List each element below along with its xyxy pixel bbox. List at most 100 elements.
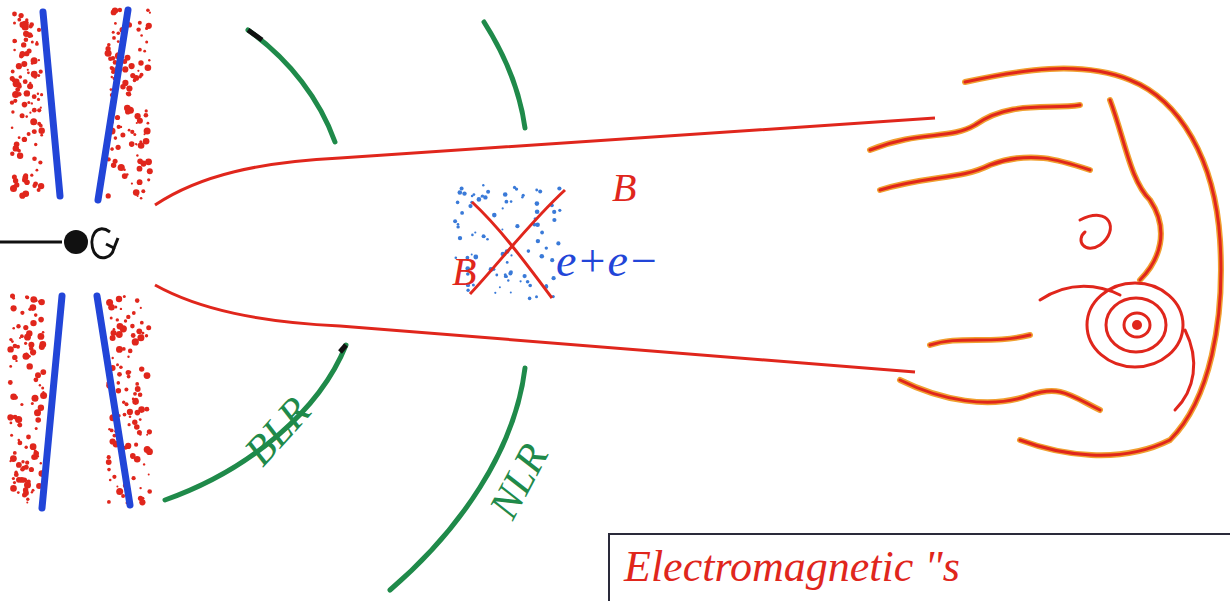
dot xyxy=(118,8,122,12)
dot xyxy=(540,254,545,259)
dot xyxy=(19,337,21,339)
dot xyxy=(40,93,43,96)
dot xyxy=(111,163,116,168)
dot xyxy=(32,94,37,99)
dot xyxy=(505,200,509,204)
dot xyxy=(133,189,140,196)
dot xyxy=(37,98,40,101)
dot xyxy=(31,402,34,405)
dot xyxy=(117,125,121,129)
dot xyxy=(38,59,40,61)
dot xyxy=(106,193,111,198)
dot xyxy=(458,236,462,240)
dot xyxy=(26,502,28,504)
dot xyxy=(105,50,112,57)
dot xyxy=(147,429,152,434)
dot xyxy=(137,334,144,341)
dot xyxy=(112,357,114,359)
dot xyxy=(127,356,129,358)
dot xyxy=(138,392,143,397)
dot xyxy=(460,211,464,215)
dot xyxy=(147,122,150,125)
dot xyxy=(32,184,36,188)
dot xyxy=(146,23,152,29)
dot xyxy=(21,14,23,16)
dot xyxy=(16,462,22,468)
dot xyxy=(111,10,117,16)
dot xyxy=(7,414,13,420)
dot xyxy=(117,372,122,377)
dot xyxy=(26,353,28,355)
dot xyxy=(16,324,20,328)
dot xyxy=(145,40,148,43)
dot xyxy=(123,295,126,298)
dot xyxy=(126,92,130,96)
dot xyxy=(17,424,20,427)
dot xyxy=(503,192,508,197)
dot xyxy=(145,334,148,337)
dot xyxy=(38,317,44,323)
dot xyxy=(138,21,142,25)
dot xyxy=(143,463,145,465)
dot xyxy=(482,234,486,238)
dot xyxy=(135,298,140,303)
dot xyxy=(38,160,42,164)
dot xyxy=(528,297,532,301)
dot xyxy=(42,391,44,393)
disk-dots xyxy=(7,7,153,505)
field-lines xyxy=(470,190,565,298)
dot xyxy=(37,108,41,112)
dot xyxy=(132,476,136,480)
dot xyxy=(132,311,136,315)
dot xyxy=(557,186,561,190)
dot xyxy=(24,90,30,96)
dot xyxy=(513,186,516,189)
dot xyxy=(473,193,476,196)
dot xyxy=(14,182,19,187)
dot xyxy=(135,382,139,386)
dot xyxy=(26,435,31,440)
dot xyxy=(146,448,153,455)
dot xyxy=(535,210,540,215)
dot xyxy=(29,24,33,28)
dot xyxy=(110,438,116,444)
dot xyxy=(38,300,40,302)
dot xyxy=(20,467,25,472)
jet-walls xyxy=(155,118,935,372)
dot xyxy=(11,126,14,129)
dot xyxy=(148,59,150,61)
dot xyxy=(27,83,33,89)
dot xyxy=(545,246,548,249)
dot xyxy=(31,102,33,104)
dot xyxy=(134,443,138,447)
dot xyxy=(16,477,22,483)
disk-lines xyxy=(42,10,130,508)
dot xyxy=(42,331,45,334)
dot xyxy=(13,78,20,85)
dot xyxy=(22,137,27,142)
diagram-label: B xyxy=(452,252,476,292)
dot xyxy=(456,201,460,205)
dot xyxy=(510,292,512,294)
dot xyxy=(116,318,119,321)
dot xyxy=(144,128,151,135)
dot xyxy=(129,63,135,69)
dot xyxy=(40,392,47,399)
dot xyxy=(125,109,131,115)
dot xyxy=(121,494,125,498)
dot xyxy=(39,124,43,128)
dot xyxy=(122,66,128,72)
dot xyxy=(136,328,142,334)
dot xyxy=(30,118,37,125)
dot xyxy=(540,231,544,235)
dot xyxy=(139,433,142,436)
caption-text: Electromagnetic "s xyxy=(624,545,1219,589)
dot xyxy=(12,327,15,330)
dot xyxy=(127,375,131,379)
dot xyxy=(131,333,136,338)
dot xyxy=(24,342,27,345)
dot xyxy=(9,365,12,368)
dot xyxy=(506,261,509,264)
dot xyxy=(523,274,527,278)
dot xyxy=(141,189,145,193)
